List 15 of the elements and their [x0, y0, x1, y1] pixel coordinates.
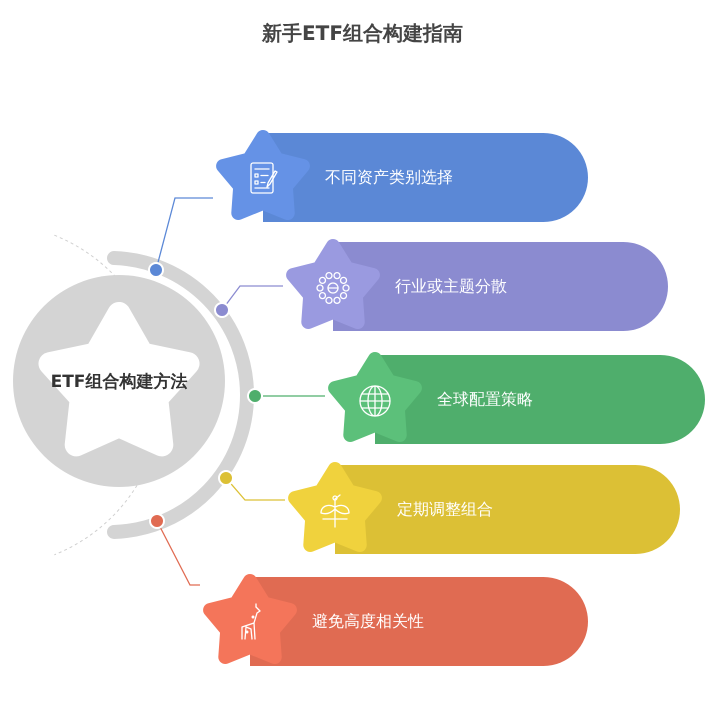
- center-label: ETF组合构建方法: [50, 370, 188, 392]
- step-label: 全球配置策略: [437, 389, 533, 410]
- connector-line: [226, 285, 283, 304]
- arc-dot: [148, 262, 164, 278]
- connector-line: [230, 484, 285, 501]
- connector-line: [160, 528, 200, 586]
- arc-dot: [247, 388, 263, 404]
- connector-line: [263, 395, 325, 397]
- step-label: 不同资产类别选择: [325, 167, 453, 188]
- step-label: 避免高度相关性: [312, 611, 424, 632]
- connector-line: [157, 197, 213, 262]
- step-label: 行业或主题分散: [395, 276, 507, 297]
- arc-dot: [149, 513, 165, 529]
- step-label: 定期调整组合: [397, 499, 493, 520]
- title: 新手ETF组合构建指南: [260, 20, 464, 47]
